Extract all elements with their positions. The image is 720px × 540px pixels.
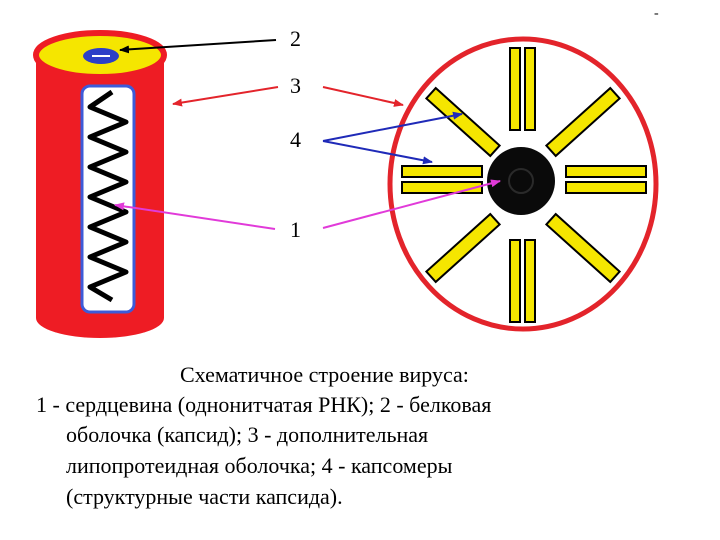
capsomere bbox=[402, 166, 482, 177]
capsomere bbox=[566, 166, 646, 177]
capsomere bbox=[566, 182, 646, 193]
label-4: 4 bbox=[290, 127, 301, 152]
caption-line: липопротеидная оболочка; 4 - капсомеры bbox=[66, 451, 452, 482]
capsomere bbox=[525, 240, 535, 322]
caption-line: оболочка (капсид); 3 - дополнительная bbox=[66, 420, 428, 451]
capsomere bbox=[525, 48, 535, 130]
label-2: 2 bbox=[290, 26, 301, 51]
arrow-3-right bbox=[323, 87, 403, 105]
label-3: 3 bbox=[290, 73, 301, 98]
capsomere bbox=[510, 48, 520, 130]
caption-title: Схематичное строение вируса: bbox=[180, 360, 469, 391]
caption-line: 1 - сердцевина (однонитчатая РНК); 2 - б… bbox=[36, 390, 491, 421]
corner-mark: - bbox=[654, 6, 659, 22]
capsomere bbox=[402, 182, 482, 193]
virus-structure-diagram: 2 3 4 1 bbox=[0, 0, 720, 360]
caption-line: (структурные части капсида). bbox=[66, 482, 343, 513]
virus-cylinder bbox=[36, 33, 164, 338]
capsomere bbox=[510, 240, 520, 322]
arrow-3-left bbox=[173, 87, 278, 104]
virus-cross-section bbox=[390, 39, 656, 329]
label-1: 1 bbox=[290, 217, 301, 242]
